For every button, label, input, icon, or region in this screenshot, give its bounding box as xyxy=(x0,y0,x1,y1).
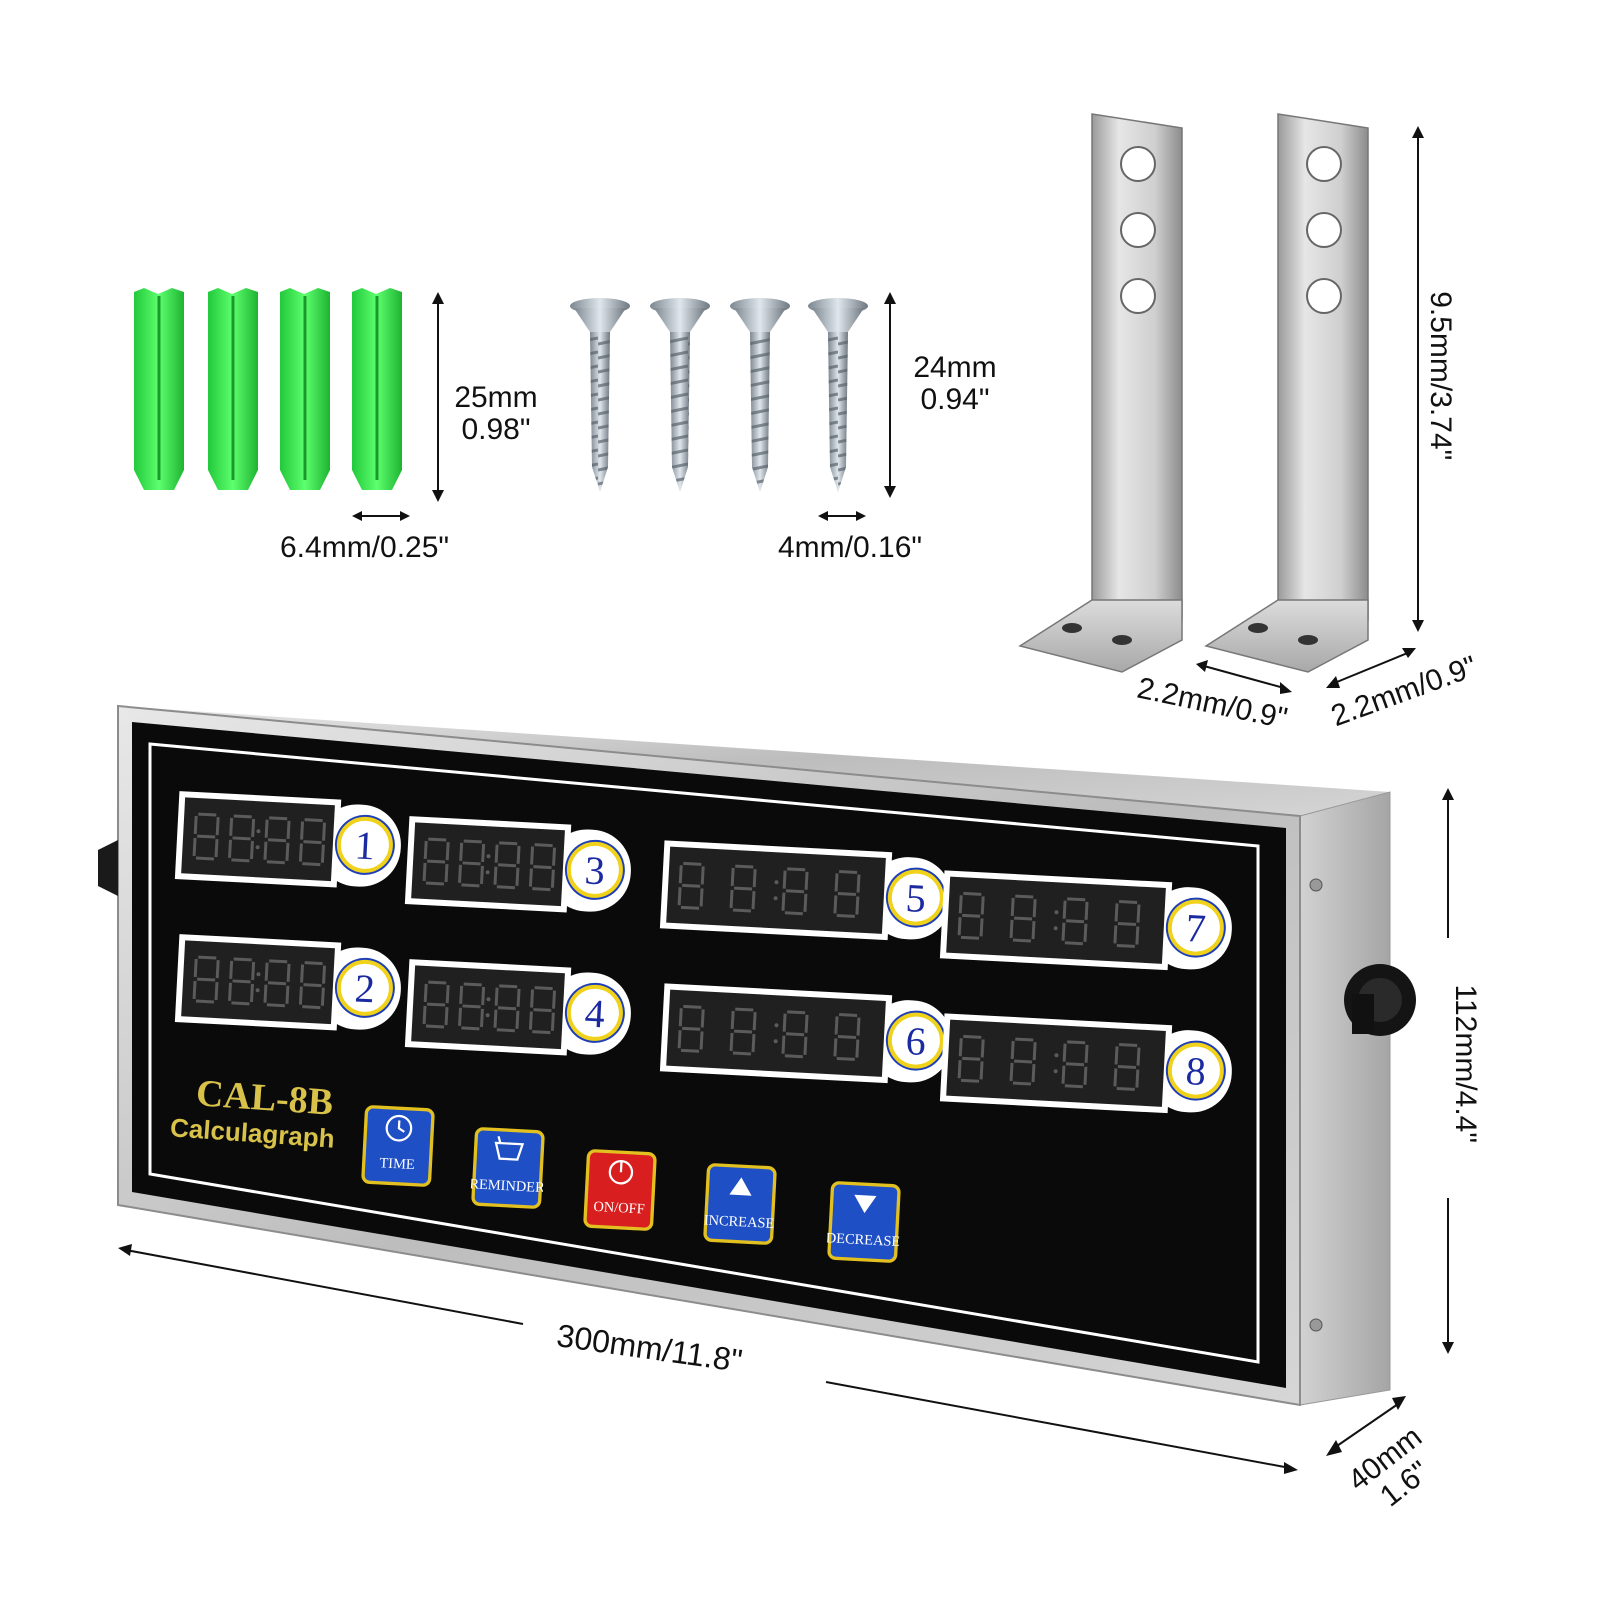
power-icon xyxy=(608,1160,634,1185)
screw-length-label: 24mm 0.94" xyxy=(900,352,1010,415)
timer-7: 7 xyxy=(938,868,1240,975)
timer-4: 4 xyxy=(403,957,639,1061)
timer-number: 6 xyxy=(905,1018,927,1064)
reminder-button[interactable]: REMINDER xyxy=(469,1126,546,1210)
anchor-4 xyxy=(352,288,402,490)
anchor-length-label: 25mm 0.98" xyxy=(446,382,546,445)
screws xyxy=(570,298,868,492)
device-depth-arrow xyxy=(1326,1396,1406,1456)
anchor-diameter-label: 6.4mm/0.25" xyxy=(280,531,450,564)
bracket-height-label: 9.5mm/3.74" xyxy=(1423,291,1457,461)
svg-text:ON/OFF: ON/OFF xyxy=(593,1199,645,1218)
screw-length-in: 0.94" xyxy=(920,382,990,416)
svg-text:REMINDER: REMINDER xyxy=(470,1176,546,1196)
svg-text:DECREASE: DECREASE xyxy=(826,1230,901,1250)
screw-3 xyxy=(730,298,790,492)
anchor-length-mm: 25mm xyxy=(454,381,538,414)
timer-number: 7 xyxy=(1185,905,1207,951)
decrease-button[interactable]: DECREASE xyxy=(825,1180,902,1264)
timer-number: 4 xyxy=(584,990,606,1036)
svg-text:TIME: TIME xyxy=(379,1155,415,1173)
screw-1 xyxy=(570,298,630,492)
timer-3: 3 xyxy=(403,814,639,918)
bracket-height-arrow xyxy=(1412,126,1424,632)
timer-2: 2 xyxy=(173,932,409,1036)
basket-icon xyxy=(494,1136,525,1161)
bracket-depth-arrow-right xyxy=(1326,648,1416,688)
arrow-up-icon xyxy=(729,1177,752,1196)
side-screw-bottom xyxy=(1309,1318,1323,1332)
mounting-brackets xyxy=(1018,113,1369,673)
timer-5: 5 xyxy=(658,838,960,945)
timer-number: 5 xyxy=(905,875,927,921)
timer-number: 3 xyxy=(584,847,606,893)
time-button[interactable]: TIME xyxy=(360,1104,436,1188)
timer-number: 1 xyxy=(354,822,376,868)
device-height-arrow xyxy=(1442,788,1454,1354)
device-width-arrow xyxy=(118,1244,1298,1474)
clock-icon xyxy=(385,1114,413,1142)
timer-8: 8 xyxy=(938,1011,1240,1118)
wall-anchors xyxy=(134,288,402,490)
bracket-left xyxy=(1018,113,1183,673)
screw-2 xyxy=(650,298,710,492)
svg-text:INCREASE: INCREASE xyxy=(703,1212,775,1232)
timer-1: 1 xyxy=(173,789,409,893)
screw-diameter-arrow xyxy=(818,511,866,521)
screw-length-mm: 24mm xyxy=(913,351,997,384)
on-off-button[interactable]: ON/OFF xyxy=(582,1148,658,1232)
timer-number: 8 xyxy=(1185,1048,1207,1094)
timer-number: 2 xyxy=(354,965,376,1011)
anchor-3 xyxy=(280,288,330,490)
increase-button[interactable]: INCREASE xyxy=(702,1162,778,1246)
timer-6: 6 xyxy=(658,981,960,1088)
bracket-right xyxy=(1204,113,1369,673)
right-knob[interactable] xyxy=(1344,964,1416,1036)
anchor-1 xyxy=(134,288,184,490)
side-screw-top xyxy=(1309,878,1323,892)
bracket-depth-arrow-left xyxy=(1196,660,1292,694)
anchor-length-arrow xyxy=(432,292,444,502)
anchor-2 xyxy=(208,288,258,490)
device-height-label: 112mm/4.4" xyxy=(1448,984,1482,1144)
anchor-length-in: 0.98" xyxy=(461,412,531,446)
left-knob[interactable] xyxy=(98,840,118,896)
anchor-diameter-arrow xyxy=(352,511,410,521)
screw-length-arrow xyxy=(884,292,896,498)
screw-4 xyxy=(808,298,868,492)
screw-diameter-label: 4mm/0.16" xyxy=(778,531,923,564)
arrow-down-icon xyxy=(854,1194,877,1214)
